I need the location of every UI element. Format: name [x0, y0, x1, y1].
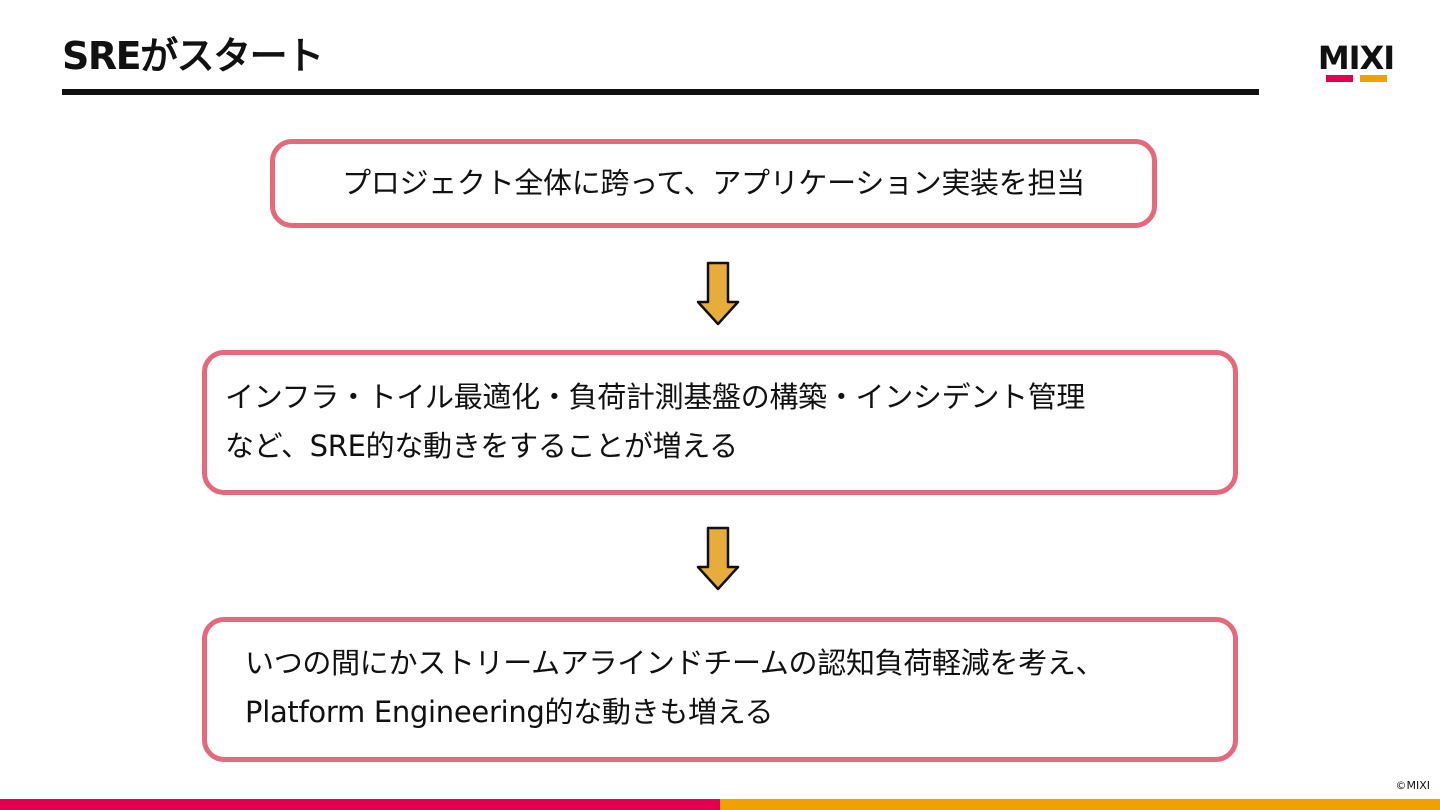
- flow-step-2-text: インフラ・トイル最適化・負荷計測基盤の構築・インシデント管理 など、SRE的な動…: [225, 373, 1085, 471]
- flow-step-3-text: いつの間にかストリームアラインドチームの認知負荷軽減を考え、 Platform …: [245, 639, 1105, 737]
- footer-bar-left: [0, 799, 720, 810]
- down-arrow-icon: [696, 261, 740, 326]
- svg-text:MIXI: MIXI: [1318, 40, 1394, 77]
- flow-step-2-line-1: インフラ・トイル最適化・負荷計測基盤の構築・インシデント管理: [225, 380, 1086, 414]
- copyright-notice: ©MIXI: [1395, 779, 1430, 792]
- slide-title: SREがスタート: [62, 34, 324, 78]
- title-divider: [62, 89, 1259, 95]
- flow-step-3-line-1: いつの間にかストリームアラインドチームの認知負荷軽減を考え、: [245, 646, 1105, 680]
- flow-step-1-text: プロジェクト全体に跨って、アプリケーション実装を担当: [342, 166, 1085, 200]
- flow-step-1: プロジェクト全体に跨って、アプリケーション実装を担当: [270, 139, 1157, 228]
- flow-step-2-line-2: など、SRE的な動きをすることが増える: [225, 429, 738, 463]
- flow-step-3: いつの間にかストリームアラインドチームの認知負荷軽減を考え、 Platform …: [202, 617, 1238, 762]
- mixi-logo: MIXI: [1318, 40, 1395, 82]
- footer-bar-right: [720, 799, 1440, 810]
- down-arrow-icon: [696, 526, 740, 591]
- flow-step-2: インフラ・トイル最適化・負荷計測基盤の構築・インシデント管理 など、SRE的な動…: [202, 350, 1238, 495]
- flow-step-3-line-2: Platform Engineering的な動きも増える: [245, 695, 774, 729]
